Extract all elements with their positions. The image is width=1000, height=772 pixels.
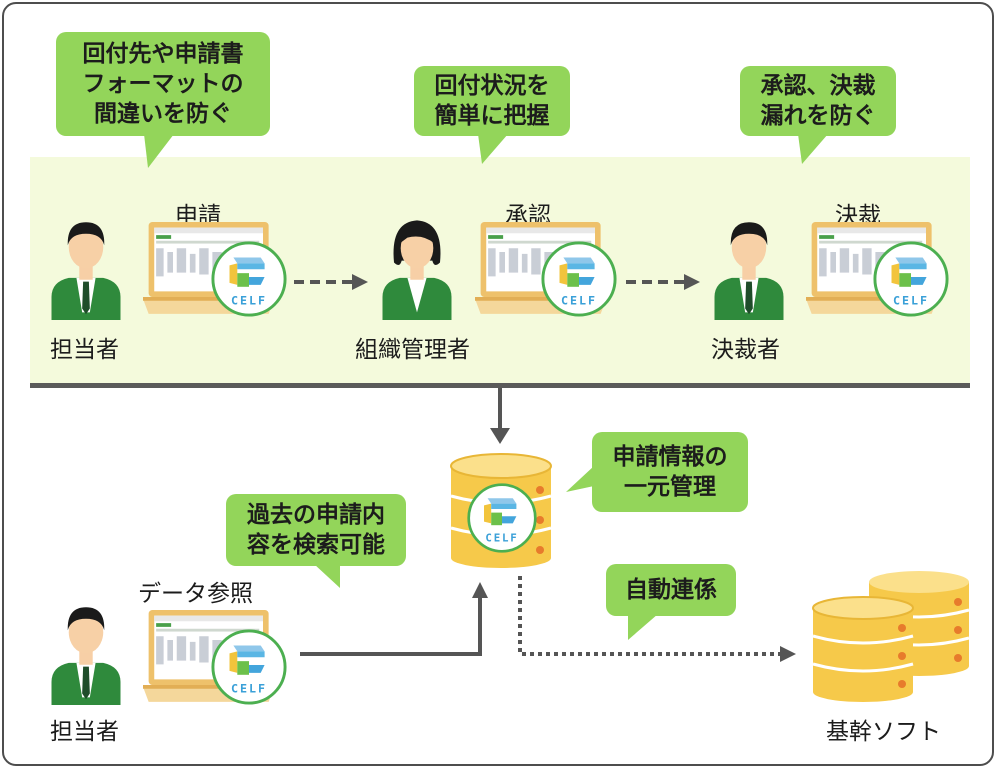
bubble-prevent-errors-text: 回付先や申請書 フォーマットの 間違いを防ぐ [82,41,244,127]
bubble-auto-link: 自動連係 [606,564,736,640]
celf-logo-icon [210,240,288,318]
core-software-database-icon [812,596,914,702]
celf-logo-icon [210,628,288,706]
bubble-tail [478,134,508,164]
person-man-icon [46,205,126,320]
action-data-ref-label: データ参照 [138,581,253,607]
org-admin-label: 組織管理者 [355,337,470,363]
arrow-band-to-database [490,388,510,444]
bubble-tail [566,466,594,492]
bubble-tail [314,564,340,588]
bubble-auto-link-text: 自動連係 [625,577,717,603]
bubble-grasp-status-text: 回付状況を 簡単に把握 [434,73,550,129]
person-man-icon [709,205,789,320]
celf-logo-icon [872,240,950,318]
bubble-prevent-errors: 回付先や申請書 フォーマットの 間違いを防ぐ [56,32,270,168]
bubble-prevent-omission-text: 承認、決裁 漏れを防ぐ [760,73,876,129]
core-software-label: 基幹ソフト [826,719,941,745]
arrow-database-to-core-software [518,576,796,662]
bubble-central-management: 申請情報の 一元管理 [566,432,748,512]
flow-arrow-approve-to-decide [626,274,700,290]
bubble-search-past: 過去の申請内 容を検索可能 [226,494,406,588]
decision-maker-label: 決裁者 [711,337,780,363]
bubble-central-management-text: 申請情報の 一元管理 [612,444,728,500]
celf-logo-icon [540,240,618,318]
arrow-search-to-database [300,582,488,656]
celf-logo-icon [466,482,538,554]
person-in-charge-top-label: 担当者 [50,337,119,363]
bubble-tail [628,614,658,640]
bubble-grasp-status: 回付状況を 簡単に把握 [414,66,570,164]
bubble-tail [798,134,828,164]
bubble-search-past-text: 過去の申請内 容を検索可能 [247,502,385,558]
person-man-icon [46,590,126,705]
bubble-prevent-omission: 承認、決裁 漏れを防ぐ [740,66,896,164]
bubble-tail [144,134,174,168]
workflow-band-divider [30,383,970,388]
person-woman-icon [377,205,457,320]
flow-arrow-apply-to-approve [294,274,368,290]
person-in-charge-bottom-label: 担当者 [50,719,119,745]
